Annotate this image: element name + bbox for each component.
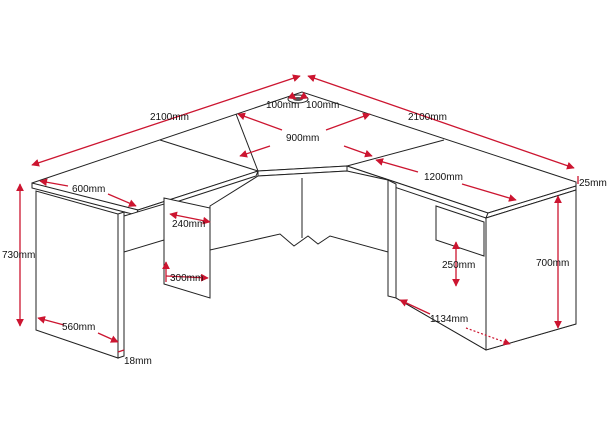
label-grommet-left: 100mm <box>266 100 299 111</box>
dim-depth-left <box>39 178 69 187</box>
label-right-depth: 1134mm <box>430 314 468 325</box>
label-left-run: 2100mm <box>150 112 189 123</box>
dim-return-right <box>461 183 517 202</box>
label-modesty-left: 240mm <box>172 219 205 230</box>
dim-right-depth-left <box>399 299 431 315</box>
dim-gap <box>165 273 209 282</box>
right-leg-panel <box>395 189 577 351</box>
dimension-labels: 2100mm 2100mm 100mm 100mm 900mm 600mm 12… <box>2 100 607 367</box>
dim-grommet-right <box>299 91 309 100</box>
dim-corner-bottom-left <box>239 145 271 158</box>
dim-modesty-left <box>169 211 211 225</box>
label-thickness: 25mm <box>579 178 607 189</box>
label-height: 730mm <box>2 250 35 261</box>
label-right-run: 2100mm <box>408 112 447 123</box>
dim-leg-depth-left <box>37 316 65 326</box>
label-grommet-right: 100mm <box>306 100 339 111</box>
back-modesty-panel <box>209 170 389 253</box>
dim-grommet-left <box>287 91 297 100</box>
label-leg-depth: 560mm <box>62 322 95 333</box>
label-depth: 600mm <box>72 184 105 195</box>
dim-return-left <box>375 158 419 173</box>
dim-left-run <box>31 74 301 167</box>
label-gap: 300mm <box>170 273 203 284</box>
label-corner: 900mm <box>286 133 319 144</box>
dim-corner-left <box>237 112 283 131</box>
label-modesty-right: 250mm <box>442 260 475 271</box>
dim-right-run <box>307 74 575 170</box>
dim-corner-bottom-right <box>343 145 373 158</box>
left-leg-panel <box>35 190 125 359</box>
label-panel-thickness: 18mm <box>124 356 152 367</box>
dim-panel-thickness <box>117 349 125 353</box>
label-leg-height: 700mm <box>536 258 569 269</box>
label-return: 1200mm <box>424 172 463 183</box>
dim-leg-depth-right <box>97 332 119 343</box>
dimension-lines <box>16 74 579 353</box>
dim-corner-right <box>325 112 371 131</box>
dim-depth-right <box>107 193 137 207</box>
